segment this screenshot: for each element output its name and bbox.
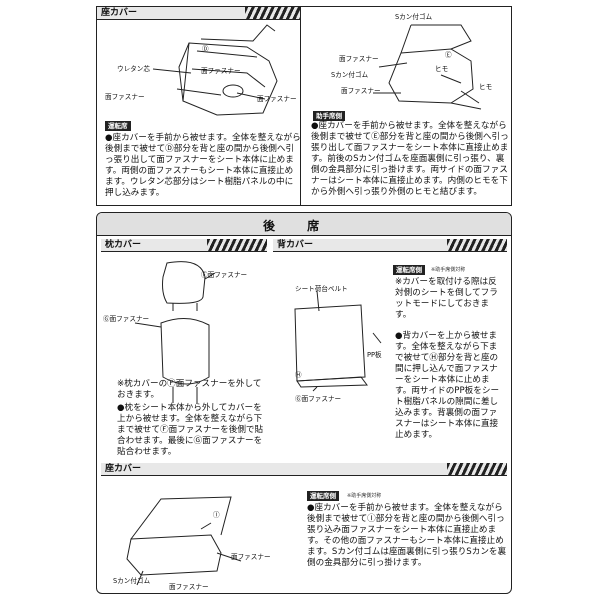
seat-cover-title: 座カバー bbox=[105, 464, 142, 474]
seat-note-small: ※助手席側対称 bbox=[347, 493, 382, 499]
headrest-illustration bbox=[134, 261, 216, 403]
label-g-fastener: Ⓖ面ファスナー bbox=[103, 315, 150, 323]
instruction-text-right: ●座カバーを手前から被せます。全体を整えながら後側まで被せてⒺ部分を背と座の間か… bbox=[311, 121, 509, 197]
bar-stripes bbox=[447, 463, 507, 475]
back-note-badge: 運転席側 bbox=[393, 265, 425, 275]
label-fastener-1: 面ファスナー bbox=[201, 67, 241, 75]
rear-heading: 後 席 bbox=[263, 219, 334, 233]
rear-seat-section: 後 席 枕カバー Ⓕ面ファスナー Ⓖ面ファスナー ※枕カバーのⒻ面ファスナーを外… bbox=[96, 212, 512, 594]
top-left-panel: 座カバー Ⓓ ウレタン芯 面ファスナー 面ファスナー 面ファスナー 運転席 ●座… bbox=[96, 6, 306, 206]
back-cover-bar: 背カバー bbox=[273, 239, 507, 252]
rear-heading-bar: 後 席 bbox=[97, 213, 511, 236]
instruction-text: ●座カバーを手前から被せます。全体を整えながら後側まで被せてⒹ部分を背と座の間か… bbox=[105, 133, 301, 198]
top-right-panel: Sカン付ゴム Ⓔ 面ファスナー ヒモ Sカン付ゴム 面ファスナー ヒモ 助手席側… bbox=[300, 6, 512, 206]
rear-seat-cushion-illustration bbox=[126, 496, 242, 586]
back-cover-title: 背カバー bbox=[277, 240, 314, 250]
back-text: ●背カバーを上から被せます。全体を整えながら下まで被せてⒽ部分を背と座の間に押し… bbox=[395, 331, 500, 440]
seat-cushion-illustration-right bbox=[373, 24, 482, 110]
label-s-hook-rubber-seat: Sカン付ゴム bbox=[113, 577, 151, 585]
label-urethane-core: ウレタン芯 bbox=[117, 65, 150, 73]
label-h: Ⓗ bbox=[295, 371, 302, 379]
label-fastener-seat-2: 面ファスナー bbox=[169, 583, 209, 591]
label-string-a: ヒモ bbox=[435, 65, 449, 73]
seat-back-illustration bbox=[294, 290, 382, 392]
label-fastener-a: 面ファスナー bbox=[339, 55, 379, 63]
headrest-text: ●枕をシート本体から外してカバーを上から被せます。全体を整えながら下まで被せてⒻ… bbox=[117, 403, 264, 457]
seat-note-badge: 運転席側 bbox=[307, 491, 339, 501]
headrest-note: ※枕カバーのⒻ面ファスナーを外しておきます。 bbox=[117, 379, 262, 400]
label-fastener-3: 面ファスナー bbox=[257, 95, 297, 103]
label-string-b: ヒモ bbox=[479, 83, 493, 91]
section-title: 座カバー bbox=[101, 8, 138, 18]
label-e: Ⓔ bbox=[445, 51, 452, 59]
seat-cover-bar: 座カバー bbox=[101, 463, 507, 476]
headrest-bar: 枕カバー bbox=[101, 239, 267, 252]
label-pp-board: PP板 bbox=[367, 351, 382, 359]
label-fastener-seat-1: 面ファスナー bbox=[231, 553, 271, 561]
label-fastener-b: 面ファスナー bbox=[341, 87, 381, 95]
label-s-hook-rubber-1: Sカン付ゴム bbox=[395, 13, 433, 21]
label-d: Ⓓ bbox=[202, 45, 209, 53]
bar-stripes bbox=[207, 239, 267, 251]
label-seat-belt: シート荷台ベルト bbox=[295, 285, 348, 293]
seat-cushion-illustration bbox=[152, 24, 278, 116]
label-g-fastener-back: Ⓖ面ファスナー bbox=[295, 395, 342, 403]
headrest-title: 枕カバー bbox=[105, 240, 142, 250]
bar-stripes bbox=[447, 239, 507, 251]
back-note-small: ※助手席側対称 bbox=[431, 267, 466, 273]
note-badge: 運転席 bbox=[105, 121, 131, 131]
note-badge-right: 助手席側 bbox=[313, 111, 345, 121]
seat-text: ●座カバーを手前から被せます。全体を整えながら後側まで被せてⒾ部分を背と座の間か… bbox=[307, 503, 507, 568]
label-i: Ⓘ bbox=[213, 511, 220, 519]
label-fastener-2: 面ファスナー bbox=[105, 93, 145, 101]
bar-stripes bbox=[245, 7, 305, 19]
section-bar: 座カバー bbox=[97, 7, 305, 20]
back-note: ※カバーを取付ける際は反対側のシートを倒してフラットモードにしておきます。 bbox=[395, 277, 498, 320]
label-s-hook-rubber-2: Sカン付ゴム bbox=[331, 71, 369, 79]
label-f-fastener: Ⓕ面ファスナー bbox=[201, 271, 248, 279]
